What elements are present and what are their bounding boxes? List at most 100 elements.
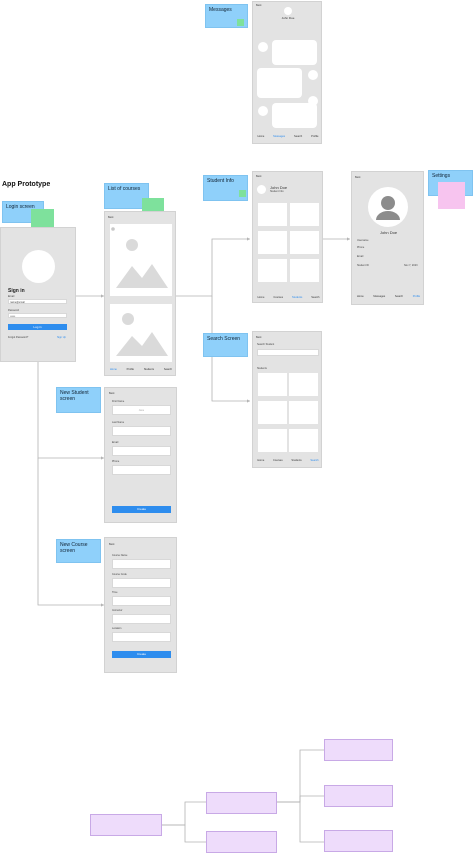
time-field[interactable] [112, 596, 171, 606]
contact-avatar [284, 7, 292, 15]
settings-row-email[interactable]: Email [357, 255, 364, 258]
last-name-field[interactable] [112, 426, 171, 436]
new-student-screen: Back First Name Jane Last Name Email Pho… [104, 387, 177, 523]
phone-label: Phone [112, 460, 120, 463]
result-image[interactable] [289, 401, 318, 424]
user-icon [376, 196, 400, 220]
instructor-label: Instructor [112, 609, 123, 612]
logo-placeholder [22, 250, 55, 283]
nav-home[interactable]: Home [257, 135, 265, 138]
bottom-nav: Home Messages Search Profile [352, 295, 425, 298]
phone-field[interactable] [112, 465, 171, 475]
back-link[interactable]: Back [256, 175, 262, 178]
nav-home[interactable]: Home [257, 296, 265, 299]
nav-home[interactable]: Home [257, 459, 265, 462]
email-field[interactable] [112, 446, 171, 456]
password-field[interactable]: •••••• [8, 313, 67, 318]
sign-up-link[interactable]: Sign Up [57, 336, 66, 339]
course-card[interactable] [110, 304, 172, 362]
grid-image[interactable] [258, 259, 287, 282]
login-button[interactable]: Log in [8, 324, 67, 330]
nav-profile[interactable]: Profile [412, 295, 421, 298]
email-field[interactable]: name@email [8, 299, 67, 304]
password-label: Password [8, 309, 19, 312]
messages-screen: Back John Doe Home Messages Search Profi… [252, 1, 322, 144]
result-image[interactable] [258, 401, 287, 424]
nav-profile[interactable]: Profile [126, 368, 134, 371]
nav-search[interactable]: Search [294, 135, 303, 138]
sticky-note-green [237, 19, 244, 26]
search-input[interactable] [257, 349, 319, 356]
sticky-note-pink [438, 182, 465, 209]
instructor-field[interactable] [112, 614, 171, 624]
nav-students[interactable]: Students [291, 459, 302, 462]
nav-courses[interactable]: Courses [273, 296, 284, 299]
grid-image[interactable] [290, 231, 319, 254]
nav-search[interactable]: Search [394, 295, 404, 298]
new-course-screen: Back Course Name Course Code Time Instru… [104, 537, 177, 673]
courses-note: List of courses [104, 183, 149, 209]
tree-node [324, 785, 393, 807]
nav-search[interactable]: Search [310, 459, 319, 462]
location-field[interactable] [112, 632, 171, 642]
nav-search[interactable]: Search [163, 368, 173, 371]
tree-node [206, 792, 277, 814]
result-image[interactable] [289, 429, 318, 452]
grid-image[interactable] [258, 203, 287, 226]
forgot-password-link[interactable]: Forgot Password? [8, 336, 29, 339]
nav-home[interactable]: Home [109, 368, 117, 371]
nav-students[interactable]: Students [292, 296, 303, 299]
back-link[interactable]: Back [108, 216, 114, 219]
grid-image[interactable] [258, 231, 287, 254]
settings-screen: Back John Doe Username Phone Email Stude… [351, 171, 424, 305]
nav-messages[interactable]: Messages [273, 135, 286, 138]
create-student-button[interactable]: Create [112, 506, 171, 513]
courses-screen: Back Home Profile Students Search [104, 211, 176, 376]
course-card[interactable] [110, 224, 172, 296]
new-course-note: New Course screen [56, 539, 101, 563]
course-code-field[interactable] [112, 578, 171, 588]
bottom-nav: Home Courses Students Search [253, 296, 324, 299]
back-link[interactable]: Back [109, 392, 115, 395]
message-bubble-received [272, 103, 317, 128]
student-name: John Doe [270, 185, 288, 190]
last-name-label: Last Name [112, 421, 125, 424]
settings-row-phone[interactable]: Phone [357, 246, 365, 249]
first-name-field[interactable]: Jane [112, 405, 171, 415]
create-course-button[interactable]: Create [112, 651, 171, 658]
back-link[interactable]: Back [109, 543, 115, 546]
image-placeholder-icon [116, 313, 168, 356]
tree-node-root [90, 814, 162, 836]
avatar [258, 42, 268, 52]
nav-courses[interactable]: Courses [273, 459, 283, 462]
search-note: Search Screen [203, 333, 248, 357]
image-placeholder-icon [111, 227, 168, 288]
tree-node [324, 830, 393, 852]
student-avatar [257, 185, 266, 194]
result-image[interactable] [289, 373, 318, 396]
back-link[interactable]: Back [256, 4, 262, 7]
result-image[interactable] [258, 429, 287, 452]
search-screen: Back Search Student Students Home Course… [252, 331, 322, 468]
sticky-note-green [239, 190, 246, 197]
grid-image[interactable] [290, 203, 319, 226]
email-label: Email [112, 441, 119, 444]
course-code-label: Course Code [112, 573, 127, 576]
tree-node [324, 739, 393, 761]
nav-messages[interactable]: Messages [373, 295, 386, 298]
students-section-label: Students [257, 367, 267, 370]
result-image[interactable] [258, 373, 287, 396]
settings-row-username[interactable]: Username [357, 239, 369, 242]
back-link[interactable]: Back [355, 176, 361, 179]
nav-students[interactable]: Students [143, 368, 155, 371]
sign-in-heading: Sign in [8, 288, 25, 294]
grid-image[interactable] [290, 259, 319, 282]
back-link[interactable]: Back [256, 336, 262, 339]
settings-row-student-id[interactable]: Student ID [357, 264, 369, 267]
nav-search[interactable]: Search [311, 296, 320, 299]
course-name-field[interactable] [112, 559, 171, 569]
nav-home[interactable]: Home [356, 295, 364, 298]
nav-profile[interactable]: Profile [311, 135, 319, 138]
new-student-note: New Student screen [56, 387, 101, 413]
